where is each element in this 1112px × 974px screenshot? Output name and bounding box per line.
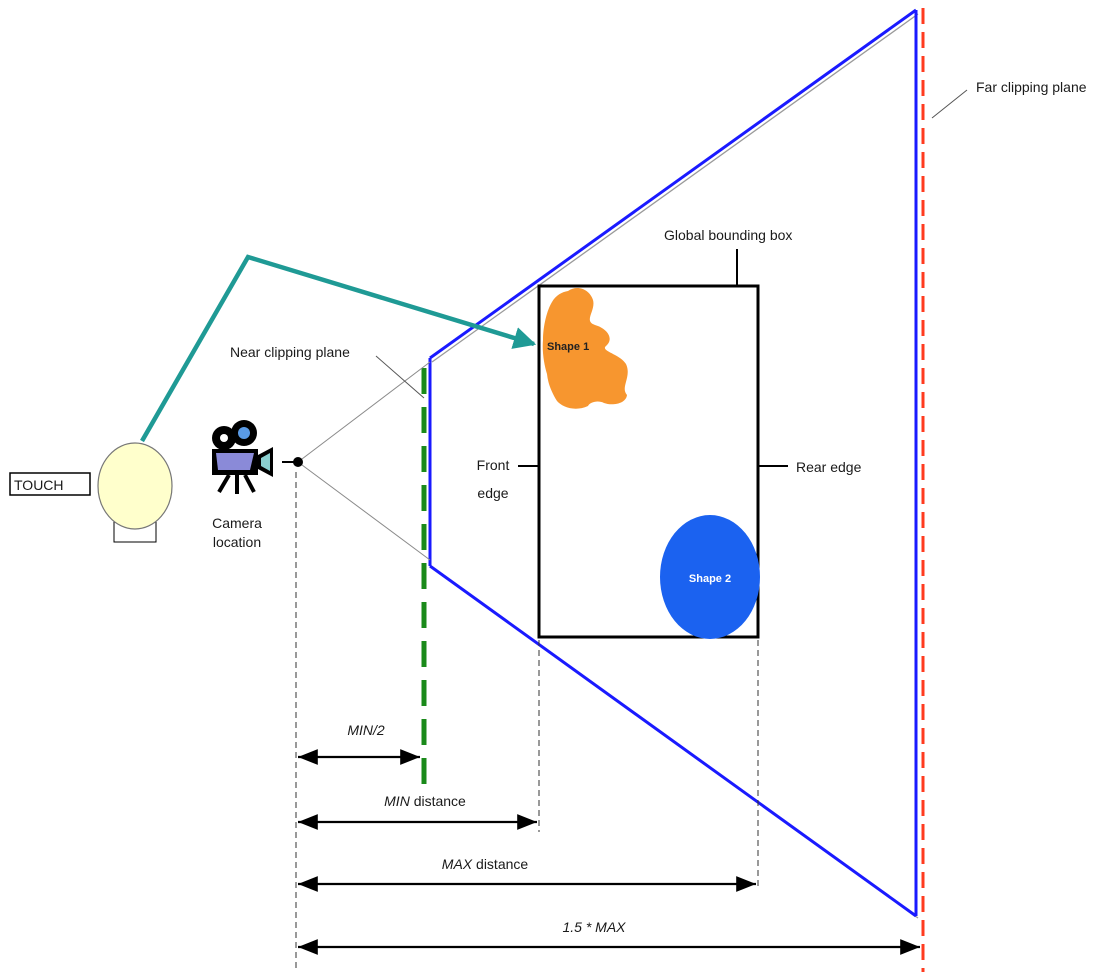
global-bounding-box <box>537 284 760 639</box>
global-bounding-box-label: Global bounding box <box>664 227 792 243</box>
min-distance-suffix: distance <box>410 793 466 809</box>
touch-label: TOUCH <box>14 477 64 493</box>
shape-1 <box>542 287 628 409</box>
near-plane-leader <box>375 355 425 399</box>
camera-location-label-line2: location <box>213 534 261 550</box>
dimension-extension-lines <box>295 472 759 972</box>
touch-device-sphere <box>97 442 173 530</box>
frustum-bottom-edge <box>429 564 917 918</box>
min-distance-italic: MIN <box>384 793 411 809</box>
near-clipping-plane-label: Near clipping plane <box>230 344 350 360</box>
shape-1-label: Shape 1 <box>547 341 589 353</box>
max-distance-italic: MAX <box>442 856 473 872</box>
rear-edge-label: Rear edge <box>796 459 862 475</box>
far-clipping-plane-label: Far clipping plane <box>976 79 1087 95</box>
shape-2-label: Shape 2 <box>689 573 731 585</box>
max-15-label: 1.5 * MAX <box>562 919 626 935</box>
max-distance-suffix: distance <box>472 856 528 872</box>
touch-label-box <box>9 472 91 496</box>
min-half-label: MIN/2 <box>347 722 385 738</box>
touch-pointer-arrow <box>140 254 537 443</box>
video-camera-icon <box>212 420 273 494</box>
camera-location-label-line1: Camera <box>212 515 262 531</box>
max-distance-label: MAX distance <box>442 856 529 872</box>
shape-2 <box>660 515 760 639</box>
far-plane-leader <box>931 89 968 119</box>
front-edge-label-line1: Front <box>477 457 510 473</box>
camera-location-dot <box>293 457 303 467</box>
camera-view-lines <box>297 361 431 561</box>
dimension-arrows <box>298 749 920 955</box>
front-edge-label-line2: edge <box>477 485 508 501</box>
frustum-top-edge <box>429 8 917 360</box>
min-distance-label: MIN distance <box>384 793 466 809</box>
view-frustum <box>428 8 918 918</box>
